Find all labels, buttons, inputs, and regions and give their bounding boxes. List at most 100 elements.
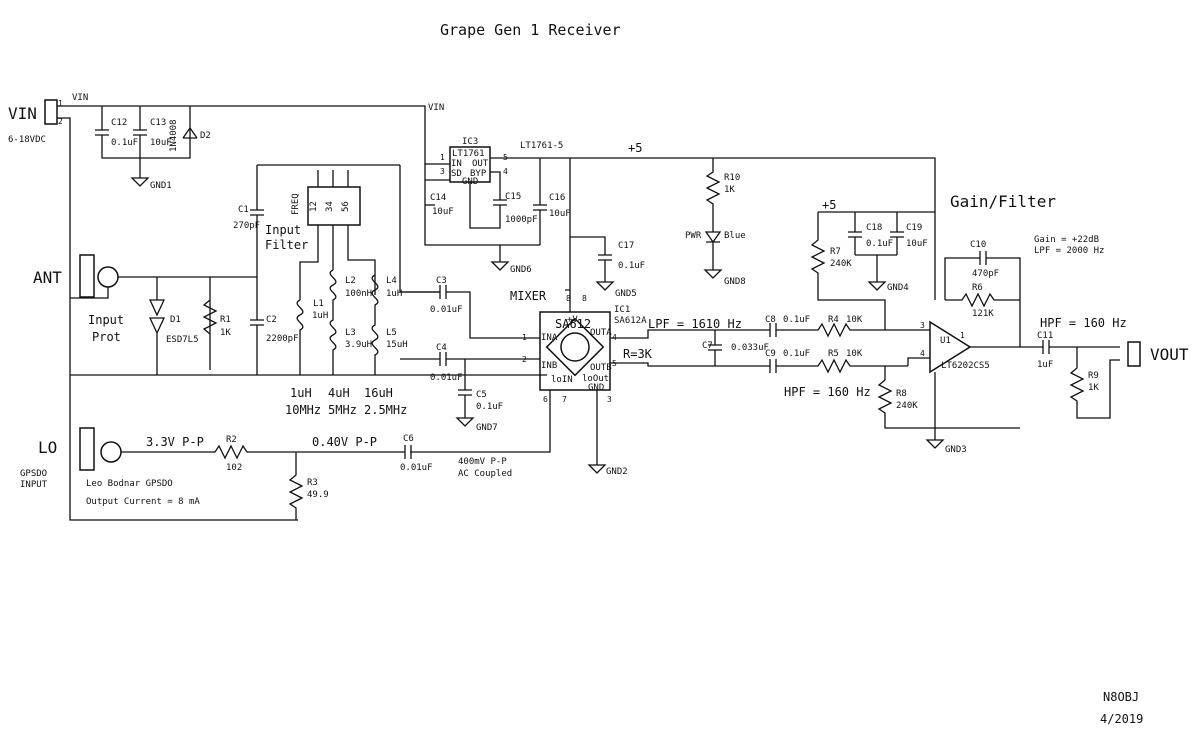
svg-text:3: 3: [920, 321, 925, 330]
svg-text:C12: C12: [111, 118, 127, 128]
svg-text:IC3: IC3: [462, 137, 478, 147]
svg-text:OUTB: OUTB: [590, 363, 612, 373]
svg-text:0.1uF: 0.1uF: [866, 239, 893, 249]
svg-text:2: 2: [58, 117, 63, 126]
svg-text:0.1uF: 0.1uF: [618, 261, 645, 271]
svg-text:GND5: GND5: [615, 289, 637, 299]
svg-text:5MHz: 5MHz: [328, 403, 357, 417]
svg-text:1uH: 1uH: [386, 289, 402, 299]
svg-text:L4: L4: [386, 276, 397, 286]
svg-text:C17: C17: [618, 241, 634, 251]
svg-text:4uH: 4uH: [328, 386, 350, 400]
input-filter-label-1: Input: [265, 223, 301, 237]
author-label: N8OBJ: [1103, 690, 1139, 704]
svg-text:1uH: 1uH: [312, 311, 328, 321]
svg-text:10uF: 10uF: [906, 239, 928, 249]
svg-text:FREQ: FREQ: [291, 193, 301, 215]
svg-text:8: 8: [566, 294, 571, 303]
svg-text:240K: 240K: [830, 259, 852, 269]
svg-text:400mV P-P: 400mV P-P: [458, 457, 507, 467]
svg-text:ESD7L5: ESD7L5: [166, 335, 199, 345]
input-filter-label-2: Filter: [265, 238, 308, 252]
svg-text:AC Coupled: AC Coupled: [458, 469, 512, 479]
svg-text:0.01uF: 0.01uF: [430, 373, 463, 383]
svg-text:C11: C11: [1037, 331, 1053, 341]
svg-text:U1: U1: [940, 336, 951, 346]
svg-text:C19: C19: [906, 223, 922, 233]
svg-text:1: 1: [58, 99, 63, 108]
ant-connector: [79, 254, 119, 298]
svg-text:2: 2: [522, 355, 527, 364]
svg-text:Output Current = 8 mA: Output Current = 8 mA: [86, 497, 200, 507]
svg-text:56: 56: [341, 201, 351, 212]
input-prot-label-1: Input: [88, 313, 124, 327]
svg-text:R3: R3: [307, 478, 318, 488]
svg-text:0.01uF: 0.01uF: [400, 463, 433, 473]
svg-text:GND1: GND1: [150, 181, 172, 191]
svg-text:C3: C3: [436, 276, 447, 286]
svg-text:SD: SD: [451, 169, 462, 179]
svg-text:270pF: 270pF: [233, 221, 260, 231]
svg-text:OUT: OUT: [472, 159, 489, 169]
svg-text:470pF: 470pF: [972, 269, 999, 279]
lo-connector: [79, 427, 122, 471]
svg-text:loOut: loOut: [582, 374, 609, 384]
plus5-label: +5: [628, 141, 642, 155]
svg-text:R8: R8: [896, 389, 907, 399]
svg-text:1: 1: [440, 153, 445, 162]
svg-text:C1: C1: [238, 205, 249, 215]
svg-text:IN: IN: [451, 159, 462, 169]
svg-text:R6: R6: [972, 283, 983, 293]
svg-text:C15: C15: [505, 192, 521, 202]
svg-text:Gain = +22dB: Gain = +22dB: [1034, 235, 1099, 245]
svg-text:49.9: 49.9: [307, 490, 329, 500]
svg-text:L5: L5: [386, 328, 397, 338]
vout-port-label: VOUT: [1150, 345, 1189, 364]
svg-text:D1: D1: [170, 315, 181, 325]
svg-text:R4: R4: [828, 315, 839, 325]
svg-text:D2: D2: [200, 131, 211, 141]
svg-text:2.5MHz: 2.5MHz: [364, 403, 407, 417]
svg-text:C13: C13: [150, 118, 166, 128]
vin-range-label: 6-18VDC: [8, 135, 46, 145]
svg-text:0.1uF: 0.1uF: [111, 138, 138, 148]
hpf-label-2: HPF = 160 Hz: [1040, 316, 1127, 330]
lpf-label: LPF = 1610 Hz: [648, 317, 742, 331]
svg-text:1uH: 1uH: [290, 386, 312, 400]
svg-text:R1: R1: [220, 315, 231, 325]
svg-text:GND8: GND8: [724, 277, 746, 287]
svg-text:0.1uF: 0.1uF: [476, 402, 503, 412]
svg-text:GND6: GND6: [510, 265, 532, 275]
svg-text:1K: 1K: [1088, 383, 1099, 393]
svg-text:10uF: 10uF: [150, 138, 172, 148]
svg-text:10K: 10K: [846, 349, 863, 359]
ant-port-label: ANT: [33, 268, 62, 287]
svg-text:LT6202CS5: LT6202CS5: [941, 361, 990, 371]
svg-text:GND2: GND2: [606, 467, 628, 477]
svg-text:1: 1: [522, 333, 527, 342]
svg-text:GND4: GND4: [887, 283, 909, 293]
svg-text:INB: INB: [541, 361, 557, 371]
vin-connector: 1 2: [44, 99, 63, 126]
svg-text:15uH: 15uH: [386, 340, 408, 350]
svg-text:4: 4: [503, 167, 508, 176]
svg-text:1: 1: [960, 331, 965, 340]
svg-text:0.1uF: 0.1uF: [783, 315, 810, 325]
freq-switch: [307, 186, 361, 226]
svg-text:GND7: GND7: [476, 423, 498, 433]
svg-text:0.1uF: 0.1uF: [783, 349, 810, 359]
svg-text:10uF: 10uF: [432, 207, 454, 217]
svg-text:BYP: BYP: [470, 169, 487, 179]
svg-text:10MHz: 10MHz: [285, 403, 321, 417]
vin-net-label-2: VIN: [428, 103, 444, 113]
svg-text:R10: R10: [724, 173, 740, 183]
svg-text:L2: L2: [345, 276, 356, 286]
svg-text:+V: +V: [567, 315, 578, 325]
svg-text:1K: 1K: [724, 185, 735, 195]
svg-text:0.40V P-P: 0.40V P-P: [312, 435, 377, 449]
plus5-label-2: +5: [822, 198, 836, 212]
svg-text:LT1761: LT1761: [452, 149, 485, 159]
svg-text:LT1761-5: LT1761-5: [520, 141, 563, 151]
svg-text:PWR: PWR: [685, 231, 702, 241]
